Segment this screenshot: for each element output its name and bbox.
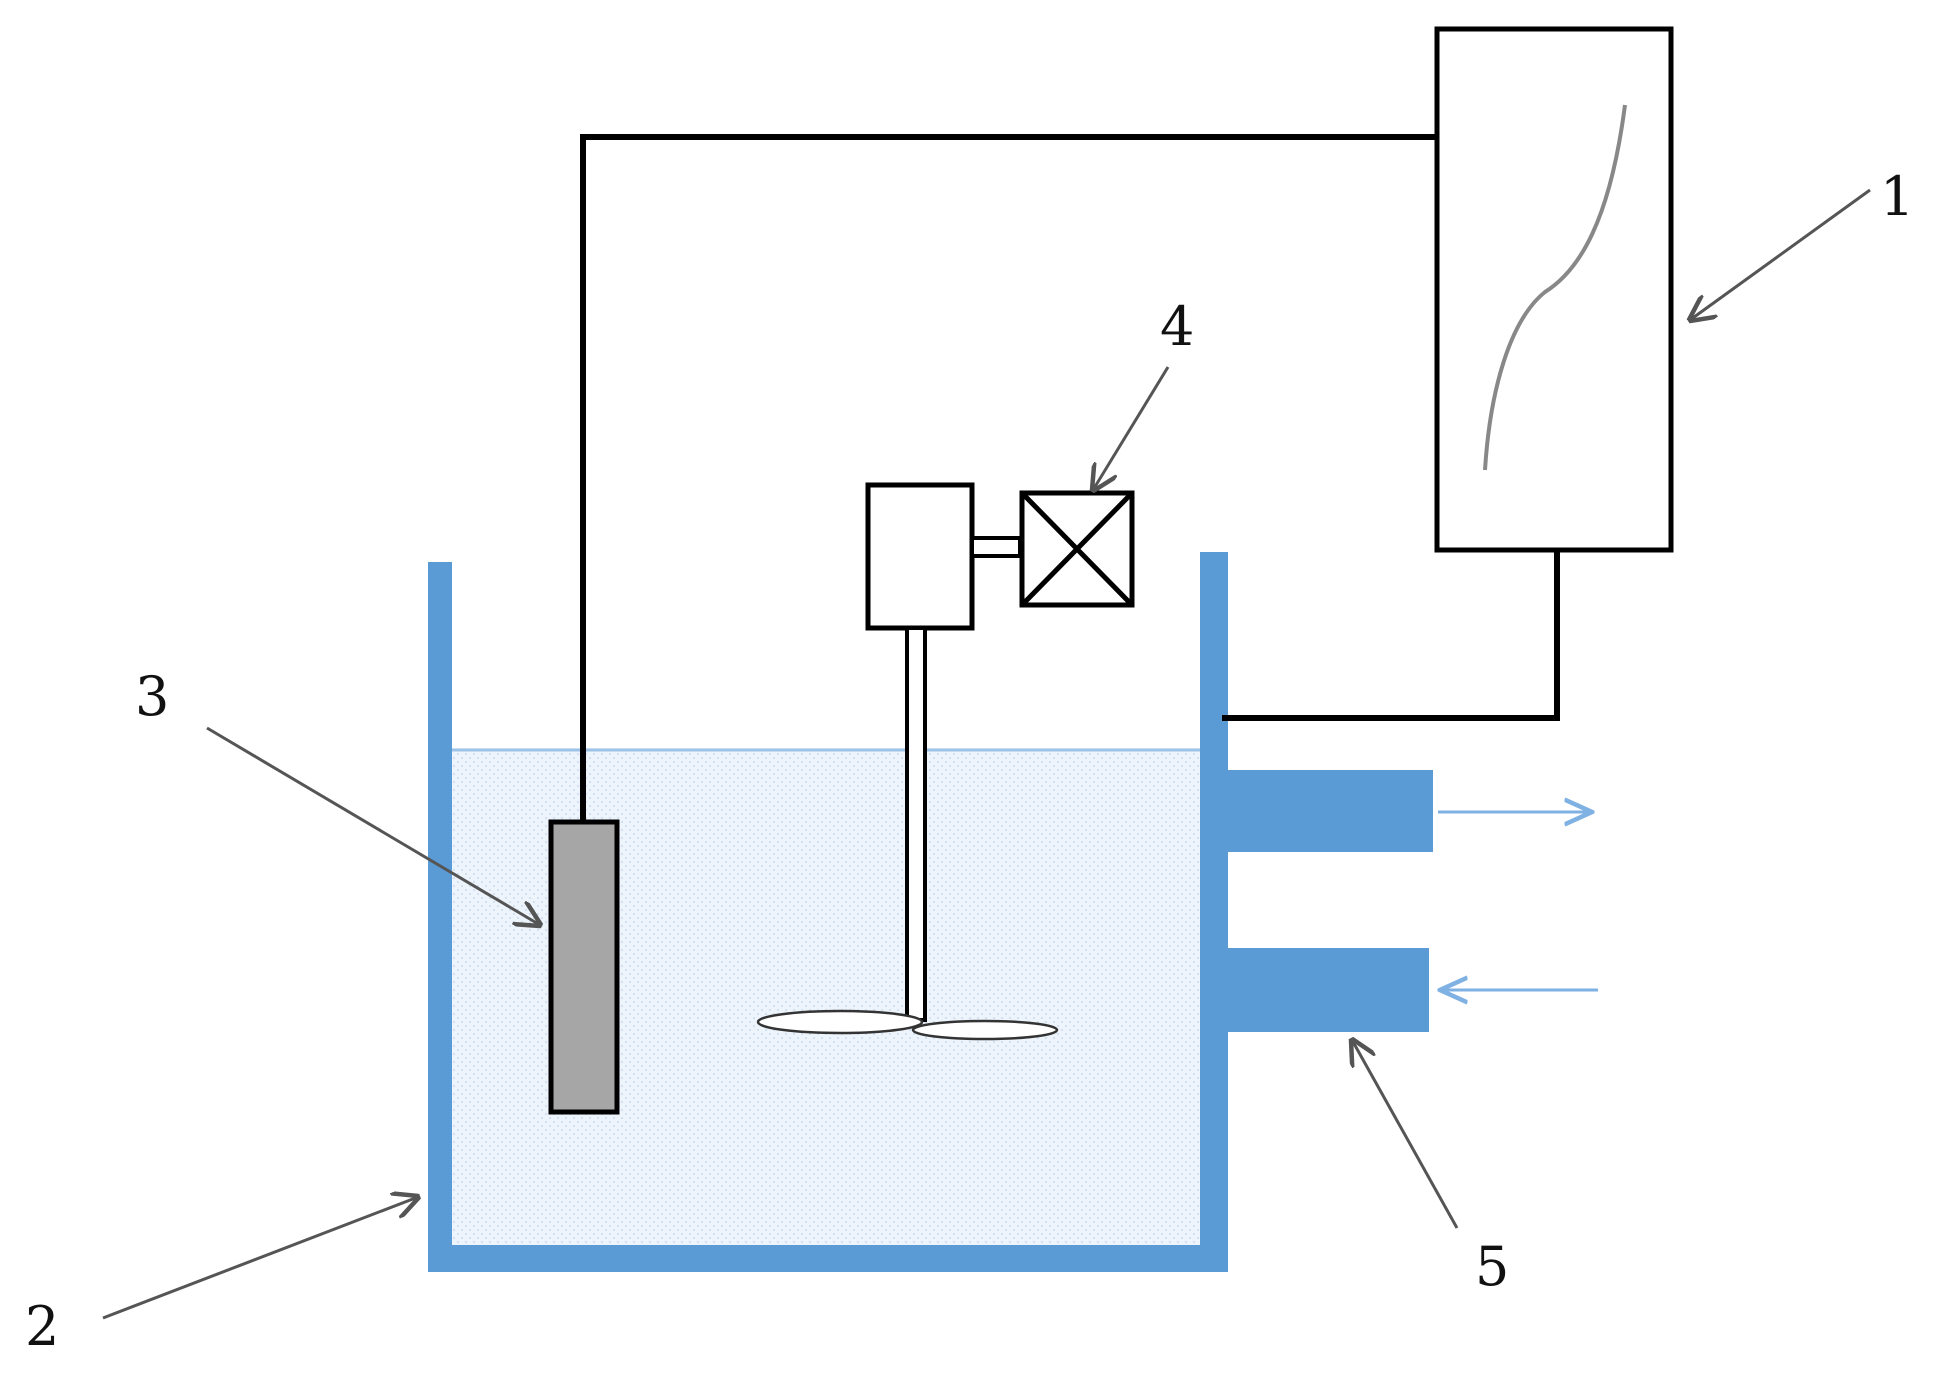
stirrer — [756, 482, 1135, 1041]
motor-coupling — [970, 536, 1022, 558]
leader-arrow-1 — [1690, 188, 1871, 320]
label-1: 1 — [1880, 165, 1914, 228]
leader-arrow-2 — [102, 1197, 418, 1320]
label-2: 2 — [25, 1295, 59, 1358]
tank-right-wall — [1200, 552, 1228, 1272]
leader-arrow-4 — [1093, 366, 1170, 490]
impeller-blade-left — [756, 1009, 924, 1035]
impeller-blade-right — [911, 1019, 1059, 1041]
measuring-device — [1434, 26, 1674, 553]
tank-left-wall — [428, 562, 452, 1272]
titration-curve-icon — [1483, 104, 1627, 471]
leader-arrow-3 — [206, 726, 540, 925]
motor-cross-b — [1020, 491, 1134, 607]
stirrer-motor-housing — [865, 482, 975, 631]
electrode-wire — [580, 134, 1437, 822]
outlet-port — [1226, 770, 1433, 852]
water-jacket — [1226, 770, 1433, 1032]
sensor-wire — [1222, 550, 1560, 721]
leader-arrow-5 — [1352, 1040, 1459, 1229]
electrode — [548, 819, 620, 1115]
stirrer-shaft — [905, 626, 927, 1022]
label-3: 3 — [135, 665, 169, 728]
tank — [428, 552, 1228, 1272]
label-4: 4 — [1160, 295, 1194, 358]
tank-bottom-wall — [428, 1245, 1228, 1272]
label-5: 5 — [1475, 1235, 1509, 1298]
inlet-port — [1226, 948, 1429, 1032]
